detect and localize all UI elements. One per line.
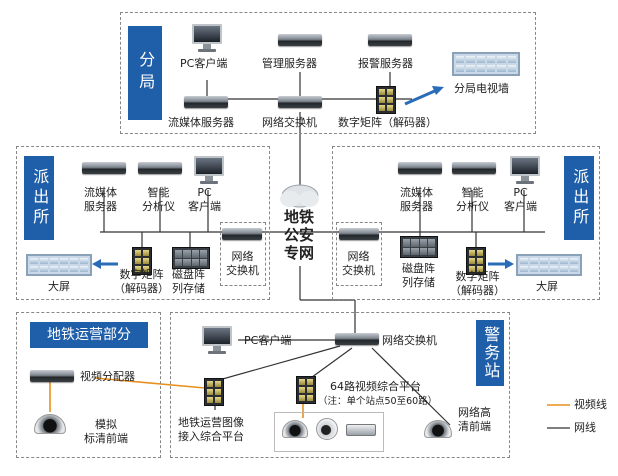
police-left-matrix-icon [132,247,152,275]
station-dome-camera-icon [282,420,308,438]
police-right-matrix-label: 数字矩阵 （解码器） [450,270,505,297]
police-right-pc-label: PC 客户端 [504,186,537,213]
branch-label: 分局 [128,26,162,120]
police-right-screen-label: 大屏 [536,280,558,293]
branch-switch-label: 网络交换机 [262,116,317,129]
station-section [170,312,510,458]
station-pc-icon [202,326,232,356]
branch-mgmt-server-icon [278,34,322,46]
police-left-matrix-label: 数字矩阵 （解码器） [114,268,169,295]
branch-mgmt-server-label: 管理服务器 [262,57,317,70]
police-left-screen-icon [26,254,92,276]
branch-section [120,12,536,134]
station-hd-camera-icon [424,420,452,438]
police-left-media-server-icon [82,162,126,174]
police-left-section [16,146,270,300]
police-left-disk-icon [172,247,210,269]
police-left-switch-label: 网络 交换机 [226,250,259,277]
police-left-label: 派出所 [24,156,54,240]
police-right-screen-icon [516,254,582,276]
metro-label: 地铁运营部分 [30,322,148,348]
branch-pc-label: PC客户端 [180,57,228,70]
station-label: 警务站 [476,320,504,386]
station-ptz-camera-icon [316,418,338,440]
station-platform-label: 64路视频综合平台 [330,380,421,393]
metro-distributor-label: 视频分配器 [80,370,135,383]
station-pc-label: PC客户端 [244,334,292,347]
police-right-section [332,146,600,300]
police-right-pc-icon [510,156,540,186]
police-right-switch-icon [339,228,379,240]
police-right-analyzer-label: 智能 分析仪 [456,186,489,213]
station-platform-note: （注：单个站点50至60路） [318,396,438,407]
metro-section [16,312,161,458]
branch-tv-wall-icon [452,52,520,76]
metro-platform-label: 地铁运营图像 接入综合平台 [178,416,244,443]
station-hd-label: 网络高 清前端 [458,406,491,433]
police-right-switch-box [336,222,382,286]
branch-matrix-icon [376,86,396,114]
metro-platform-icon [204,378,224,406]
police-right-switch-label: 网络 交换机 [342,250,375,277]
station-box-camera-icon [346,424,376,436]
legend-video-label: 视频线 [574,398,607,411]
police-left-screen-label: 大屏 [48,280,70,293]
police-left-pc-icon [194,156,224,186]
branch-media-server-icon [184,96,228,108]
metro-analog-label: 模拟 标清前端 [84,418,128,445]
legend-network-label: 网线 [574,421,596,434]
police-left-analyzer-label: 智能 分析仪 [142,186,175,213]
police-right-media-server-label: 流媒体 服务器 [400,186,433,213]
police-left-switch-box [220,222,266,286]
police-right-label: 派出所 [564,156,594,240]
branch-pc-icon [192,24,222,54]
police-left-pc-label: PC 客户端 [188,186,221,213]
police-right-media-server-icon [398,162,442,174]
branch-tv-wall-label: 分局电视墙 [454,82,509,95]
station-switch-label: 网络交换机 [382,334,437,347]
police-left-analyzer-icon [138,162,182,174]
cloud-icon [280,184,319,208]
branch-media-server-label: 流媒体服务器 [168,116,234,129]
station-platform-icon [296,376,316,404]
video-line-distributor [94,377,206,389]
metro-analog-camera-icon [34,414,66,434]
police-right-matrix-icon [466,247,486,275]
police-right-disk-label: 磁盘阵 列存储 [402,262,435,289]
metro-distributor-icon [30,370,74,382]
police-left-media-server-label: 流媒体 服务器 [84,186,117,213]
branch-switch-icon [278,96,322,108]
police-left-switch-icon [222,228,262,240]
police-right-analyzer-icon [452,162,496,174]
police-right-disk-icon [400,236,438,258]
police-left-disk-label: 磁盘阵 列存储 [172,268,205,295]
station-camera-group [274,412,384,452]
branch-alarm-server-icon [368,34,412,46]
station-switch-icon [335,333,379,345]
branch-matrix-label: 数字矩阵（解码器） [338,116,437,129]
cloud-label: 地铁 公安 专网 [284,208,315,262]
branch-alarm-server-label: 报警服务器 [358,57,413,70]
